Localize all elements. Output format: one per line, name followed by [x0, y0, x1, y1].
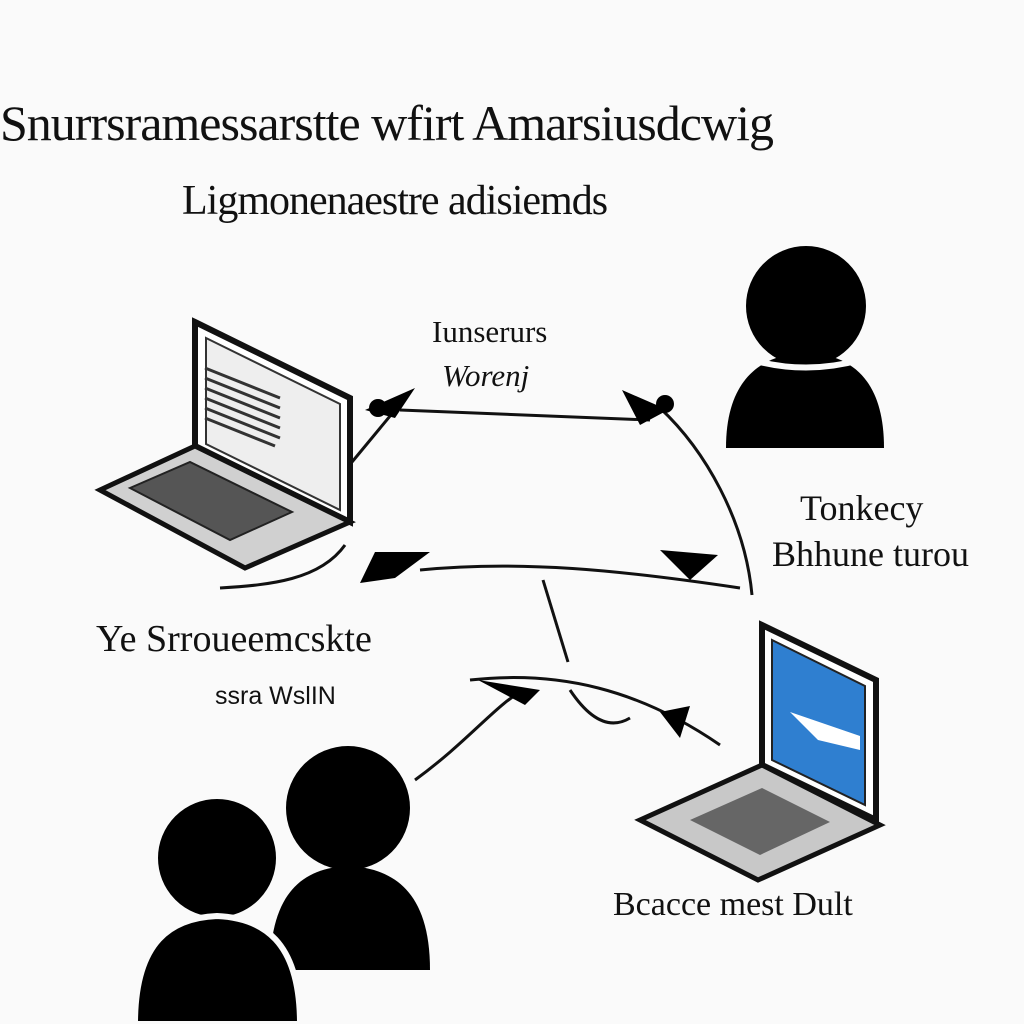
arrow-icon [478, 680, 540, 705]
laptop-left-icon [94, 317, 356, 571]
label-bottom: Bcacce mest Dult [613, 886, 853, 923]
arrowheads [360, 388, 718, 738]
user-icon [726, 246, 884, 448]
arrow-icon [660, 550, 718, 580]
label-right-line2: Bhhune turou [772, 534, 969, 574]
arrow-icon [660, 706, 690, 738]
label-right-line1: Tonkecy [800, 488, 924, 528]
arrow-icon [360, 552, 430, 583]
users-group-icon [131, 746, 430, 1024]
label-top-line1: Iunserurs [432, 314, 548, 349]
label-left-line2: ssra WslIN [215, 682, 336, 710]
label-top-line2: Worenj [442, 358, 530, 393]
diagram-title-line1: Snurrsramessarstte wfirt Amarsiusdcwig [0, 95, 774, 151]
laptop-right-icon [634, 620, 886, 883]
diagram-title-line2: Ligmonenaestre adisiemds [182, 178, 608, 224]
label-left-line1: Ye Srroueemcskte [96, 618, 372, 660]
arrow-icon [622, 390, 668, 425]
